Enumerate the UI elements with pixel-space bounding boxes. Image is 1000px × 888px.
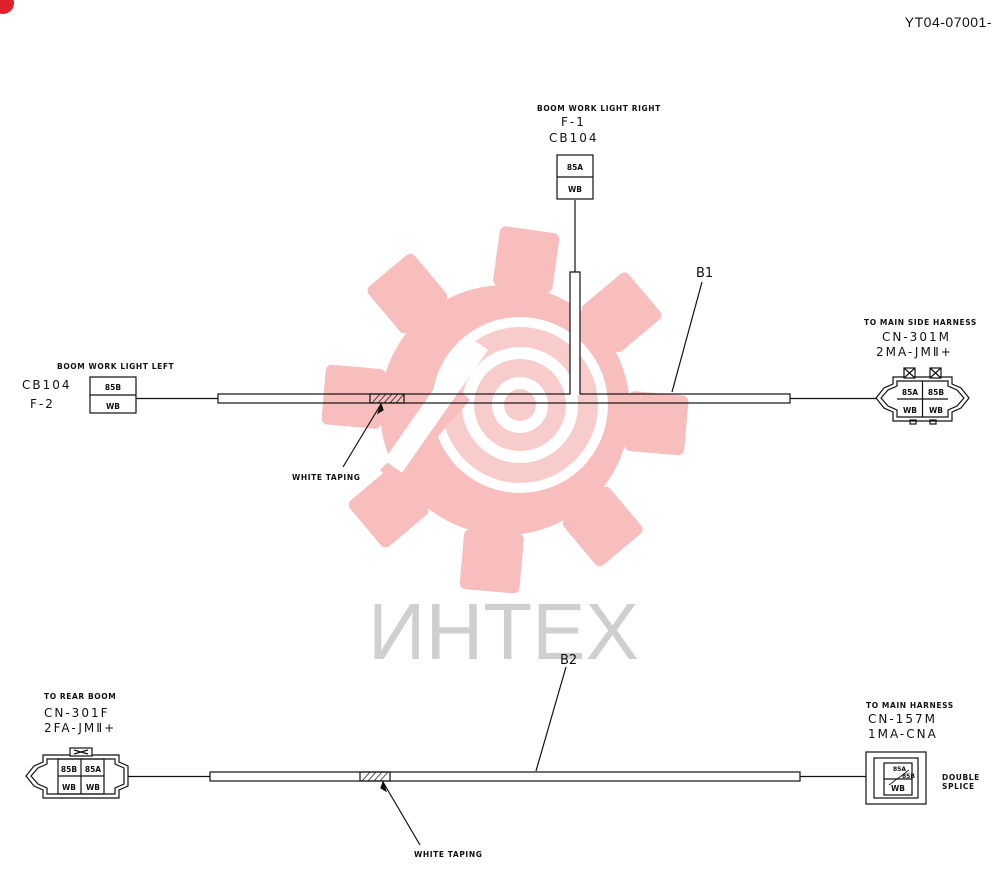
b1-taping <box>369 393 405 404</box>
b1-right-wire-1: WB <box>903 406 917 415</box>
b1-right-wire-2: WB <box>929 406 943 415</box>
b2-left-wire-1: WB <box>62 783 76 792</box>
b2-left-pin-2: 85A <box>85 765 101 774</box>
b2-left-wire-2: WB <box>86 783 100 792</box>
b2-left-connector <box>25 747 129 799</box>
b2-left-line1: CN-301F <box>44 706 110 720</box>
b1-right-pin-2: 85B <box>928 388 944 397</box>
b2-right-title: TO MAIN HARNESS <box>866 701 954 710</box>
b2-label: B2 <box>560 653 578 668</box>
b2-taping-leader <box>382 781 421 846</box>
b1-right-pin-1: 85A <box>902 388 918 397</box>
b1-top-line2: CB104 <box>549 131 599 145</box>
b1-top-wire: WB <box>568 185 582 194</box>
watermark-text: ИНТЕХ <box>368 587 639 676</box>
b2-main-bundle <box>209 771 801 782</box>
b2-splice-note-2: SPLICE <box>942 782 975 791</box>
b1-right-line2: 2MA-JMⅡ+ <box>876 345 953 359</box>
b1-left-wire: WB <box>106 402 120 411</box>
b2-right-line2: 1MA-CNA <box>868 727 938 741</box>
b2-taping <box>359 771 391 782</box>
b2-left-line2: 2FA-JMⅡ+ <box>44 721 117 735</box>
harness-b1 <box>89 154 970 468</box>
b1-left-line1: CB104 <box>22 378 72 392</box>
b1-right-line1: CN-301M <box>882 330 951 344</box>
b2-right-line1: CN-157M <box>868 712 937 726</box>
b1-label: B1 <box>696 266 714 281</box>
b1-top-title: BOOM WORK LIGHT RIGHT <box>537 104 661 113</box>
b1-top-line1: F-1 <box>561 115 586 129</box>
document-id: YT04-07001- <box>904 14 992 30</box>
b2-right-wire: WB <box>891 784 905 793</box>
b1-left-line2: F-2 <box>30 397 55 411</box>
b2-splice-note-1: DOUBLE <box>942 773 980 782</box>
b2-left-pin-1: 85B <box>61 765 77 774</box>
b2-right-pin-2: 85B <box>902 773 915 780</box>
b1-branch <box>569 271 581 394</box>
b2-leader <box>535 666 567 772</box>
b1-right-connector <box>875 367 970 425</box>
b1-taping-label: WHITE TAPING <box>292 473 361 482</box>
b2-left-title: TO REAR BOOM <box>44 692 117 701</box>
b2-taping-label: WHITE TAPING <box>414 850 483 859</box>
b1-left-pin: 85B <box>105 383 121 392</box>
harness-b2 <box>25 666 927 846</box>
b2-right-pin-1: 85A <box>893 766 906 773</box>
b1-left-title: BOOM WORK LIGHT LEFT <box>57 362 175 371</box>
b1-right-title: TO MAIN SIDE HARNESS <box>864 318 977 327</box>
corner-marker <box>0 0 14 14</box>
b2-right-connector <box>865 751 927 805</box>
b1-top-pin: 85A <box>567 163 583 172</box>
b1-leader <box>671 281 703 393</box>
b1-taping-leader <box>342 403 382 468</box>
watermark-gear-icon <box>321 226 689 594</box>
